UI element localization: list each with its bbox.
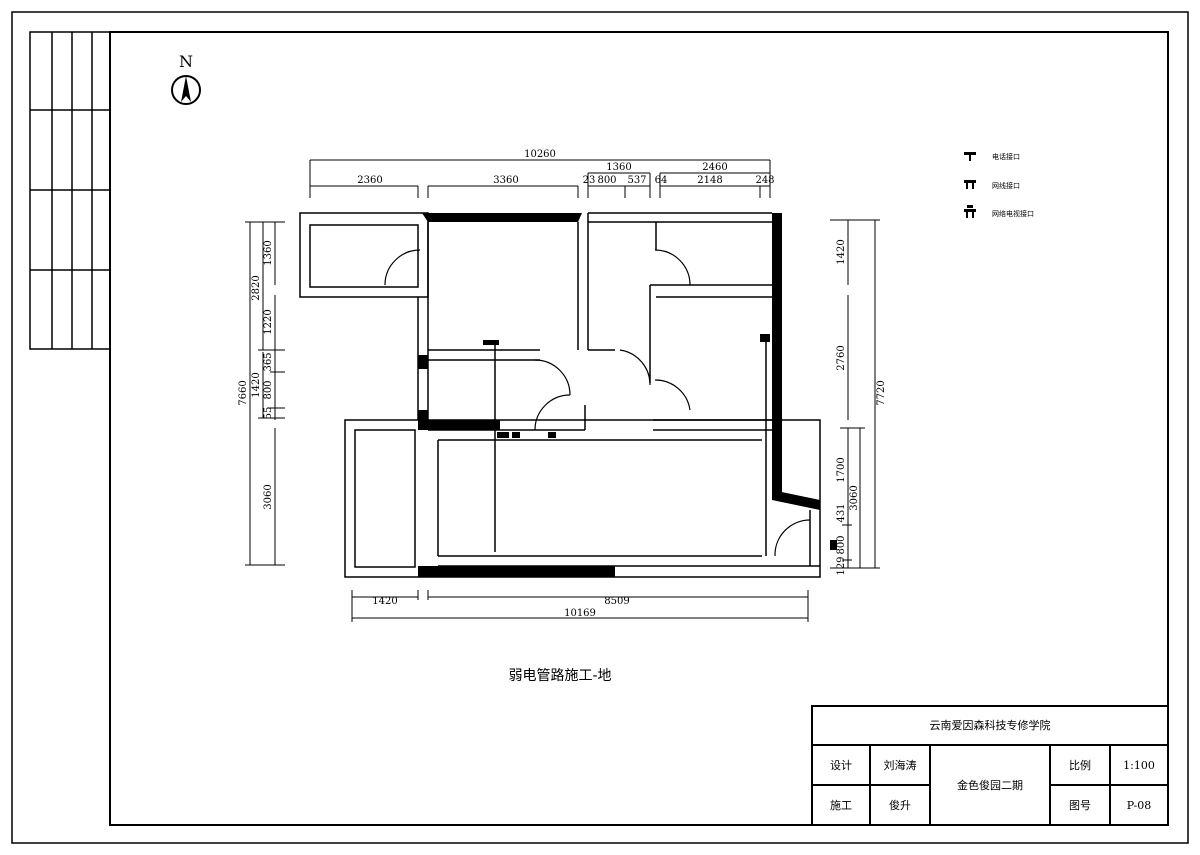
dimension-label: 10169 [564,608,596,619]
outer-border [11,11,1189,844]
network-outlet-icon [964,180,976,189]
drawing-title: 弱电管路施工-地 [508,668,611,684]
phone-outlet-icon [964,152,976,161]
dimension-label: 3060 [849,485,860,510]
legend-label: 网络电视接口 [992,209,1034,218]
doors [384,249,811,557]
design-label: 设计 [830,759,852,772]
dimension-label: 2820 [251,275,262,300]
dimension-label: 2148 [697,175,722,186]
construction-label: 施工 [830,799,852,812]
dimension-label: 1420 [836,239,847,264]
dimension-label: 3060 [263,484,274,509]
load-bearing-walls [418,213,820,577]
project-name: 金色俊园二期 [957,778,1023,792]
dimension-label: 1420 [251,372,262,397]
dimension-label: 129 [836,556,847,575]
dimension-label: 1220 [263,309,274,334]
revision-strip [29,31,111,350]
dimension-label: 248 [755,175,774,186]
dimension-label: 1360 [606,162,631,173]
dimension-label: 2360 [357,175,382,186]
dimension-label: 55 [263,407,274,420]
dimension-label: 2760 [836,345,847,370]
network-tv-outlet-icon [964,205,976,218]
dimension-label: 800 [597,175,616,186]
dimension-label: 3360 [493,175,518,186]
dimension-label: 7720 [876,380,887,405]
dimension-label: 365 [263,352,274,371]
legend: 电话接口 网线接口 网络电视接口 [964,152,1034,218]
dimension-label: 8509 [604,596,629,607]
dimension-label: 537 [627,175,646,186]
drawing-frame [109,31,1169,826]
dimension-label: 800 [836,535,847,554]
dimension-label: 1420 [372,596,397,607]
dimension-label: 1360 [263,240,274,265]
designer: 刘海涛 [884,758,917,772]
scale-label: 比例 [1069,758,1091,772]
scale-value: 1:100 [1123,759,1155,772]
north-arrow-icon: N [171,52,201,105]
dimension-label: 64 [655,175,668,186]
school-name: 云南爱因森科技专修学院 [930,718,1051,732]
walls [299,212,821,578]
dimension-label: 431 [836,503,847,522]
dimension-label: 23 [583,175,596,186]
north-label: N [179,52,193,71]
dimension-labels: 10260 1360 2460 2360 3360 23 800 537 64 … [238,149,887,619]
dimension-label: 2460 [702,162,727,173]
dimension-label: 1700 [836,457,847,482]
dimension-lines [245,159,880,622]
drawing-no: P-08 [1127,799,1152,812]
drawing-no-label: 图号 [1069,799,1091,812]
dimension-label: 10260 [524,149,556,160]
title-block: 云南爱因森科技专修学院 设计 刘海涛 施工 俊升 金色俊园二期 比例 1:100… [811,705,1169,826]
dimension-label: 800 [263,380,274,399]
constructor: 俊升 [889,798,911,812]
outlet-markers [483,334,837,550]
conduit-lines [494,335,767,556]
dimension-label: 7660 [238,380,249,405]
legend-label: 网线接口 [992,181,1020,190]
legend-label: 电话接口 [992,152,1020,161]
